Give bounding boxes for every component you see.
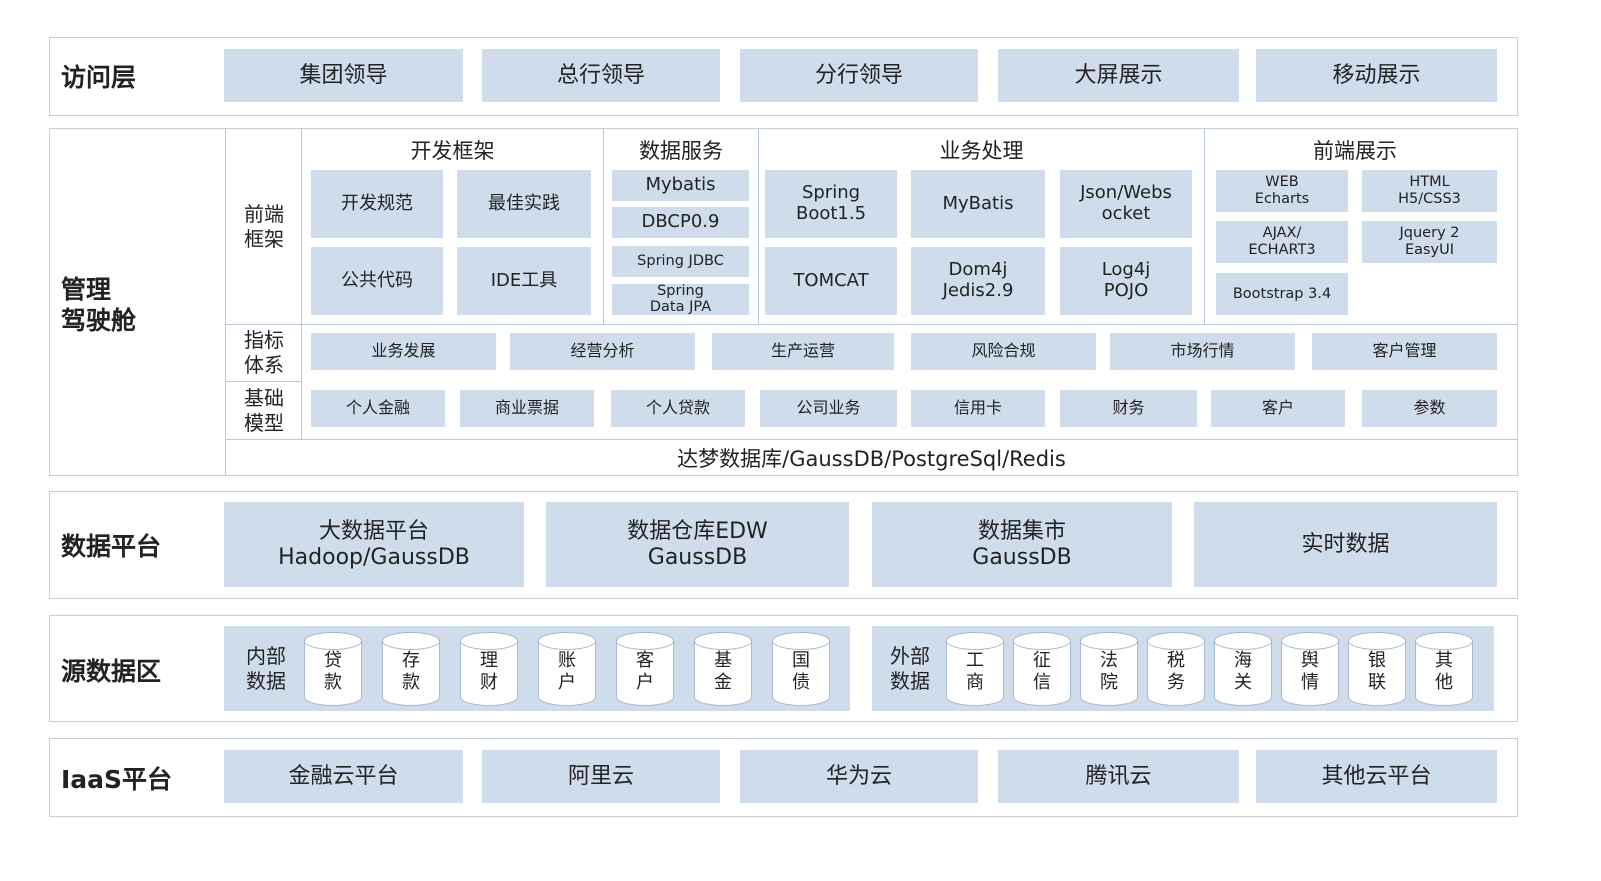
cockpit-divider-left [225,129,226,475]
frontend-display-item: Bootstrap 3.4 [1216,273,1348,315]
access-item: 总行领导 [482,49,720,102]
cockpit-divider-dev [603,129,604,324]
data-service-item: Spring JDBC [612,246,749,277]
data-platform-item: 数据集市 GaussDB [872,502,1172,587]
iaas-item: 金融云平台 [224,750,463,803]
external-source-cylinder: 征 信 [1013,632,1071,706]
iaas-item: 阿里云 [482,750,720,803]
base-model-label: 基础 模型 [244,385,284,435]
cockpit-hline-3 [226,439,1517,440]
indicator-item: 市场行情 [1110,333,1295,370]
base-model-item: 参数 [1362,390,1497,427]
base-model-item: 公司业务 [760,390,897,427]
data-service-item: Mybatis [612,170,749,201]
external-source-cylinder: 其 他 [1415,632,1473,706]
indicator-item: 经营分析 [510,333,695,370]
dev-framework-item: IDE工具 [457,247,591,315]
external-data-label: 外部 数据 [890,644,930,693]
iaas-item: 华为云 [740,750,978,803]
dev-framework-item: 开发规范 [311,170,443,238]
cockpit-divider-business [1204,129,1205,324]
internal-source-cylinder: 账 户 [538,632,596,706]
dev-framework-item: 最佳实践 [457,170,591,238]
internal-source-cylinder: 理 财 [460,632,518,706]
internal-data-label: 内部 数据 [246,644,286,693]
data-service-item: DBCP0.9 [612,207,749,238]
external-source-cylinder: 工 商 [946,632,1004,706]
cockpit-layer-title: 管理 驾驶舱 [61,275,137,336]
base-model-item: 商业票据 [460,390,594,427]
data-platform-item: 数据仓库EDW GaussDB [546,502,849,587]
iaas-title: IaaS平台 [61,765,173,794]
frontend-framework-label: 前端 框架 [244,202,284,251]
business-processing-item: Dom4j Jedis2.9 [911,247,1045,315]
data-platform-title: 数据平台 [61,532,162,561]
base-model-item: 个人贷款 [611,390,745,427]
iaas-item: 其他云平台 [1256,750,1497,803]
internal-source-cylinder: 存 款 [382,632,440,706]
data-platform-item: 实时数据 [1194,502,1497,587]
dev-framework-item: 公共代码 [311,247,443,315]
database-label: 达梦数据库/GaussDB/PostgreSql/Redis [677,446,1066,471]
data-service-item: Spring Data JPA [612,284,749,315]
base-model-item: 客户 [1211,390,1345,427]
data-platform-item: 大数据平台 Hadoop/GaussDB [224,502,524,587]
external-source-cylinder: 舆 情 [1281,632,1339,706]
frontend-display-item: Jquery 2 EasyUI [1362,221,1497,263]
source-data-title: 源数据区 [61,657,162,686]
dev-framework-header: 开发框架 [410,139,495,163]
internal-source-cylinder: 客 户 [616,632,674,706]
indicator-item: 客户管理 [1312,333,1497,370]
frontend-display-item: AJAX/ ECHART3 [1216,221,1348,263]
business-processing-item: Log4j POJO [1060,247,1192,315]
access-layer-title: 访问层 [61,63,137,92]
business-processing-item: MyBatis [911,170,1045,238]
business-processing-header: 业务处理 [939,139,1024,163]
frontend-display-header: 前端展示 [1313,139,1397,163]
internal-source-cylinder: 基 金 [694,632,752,706]
data-service-header: 数据服务 [639,139,723,163]
business-processing-item: TOMCAT [765,247,897,315]
external-source-cylinder: 税 务 [1147,632,1205,706]
internal-source-cylinder: 贷 款 [304,632,362,706]
base-model-item: 财务 [1060,390,1197,427]
business-processing-item: Spring Boot1.5 [765,170,897,238]
external-source-cylinder: 海 关 [1214,632,1272,706]
access-item: 移动展示 [1256,49,1497,102]
frontend-display-item: HTML H5/CSS3 [1362,170,1497,212]
indicator-item: 风险合规 [911,333,1096,370]
external-source-cylinder: 银 联 [1348,632,1406,706]
access-item: 大屏展示 [998,49,1239,102]
indicator-item: 业务发展 [311,333,496,370]
cockpit-divider-dataservice [758,129,759,324]
base-model-item: 个人金融 [311,390,445,427]
cockpit-divider-label [301,129,302,439]
internal-source-cylinder: 国 债 [772,632,830,706]
business-processing-item: Json/Webs ocket [1060,170,1192,238]
indicator-item: 生产运营 [712,333,894,370]
cockpit-hline-1 [226,324,1517,325]
cockpit-hline-2 [226,381,302,382]
indicator-system-label: 指标 体系 [244,328,284,377]
frontend-display-item: WEB Echarts [1216,170,1348,212]
access-item: 集团领导 [224,49,463,102]
base-model-item: 信用卡 [911,390,1045,427]
access-item: 分行领导 [740,49,978,102]
iaas-item: 腾讯云 [998,750,1239,803]
external-source-cylinder: 法 院 [1080,632,1138,706]
